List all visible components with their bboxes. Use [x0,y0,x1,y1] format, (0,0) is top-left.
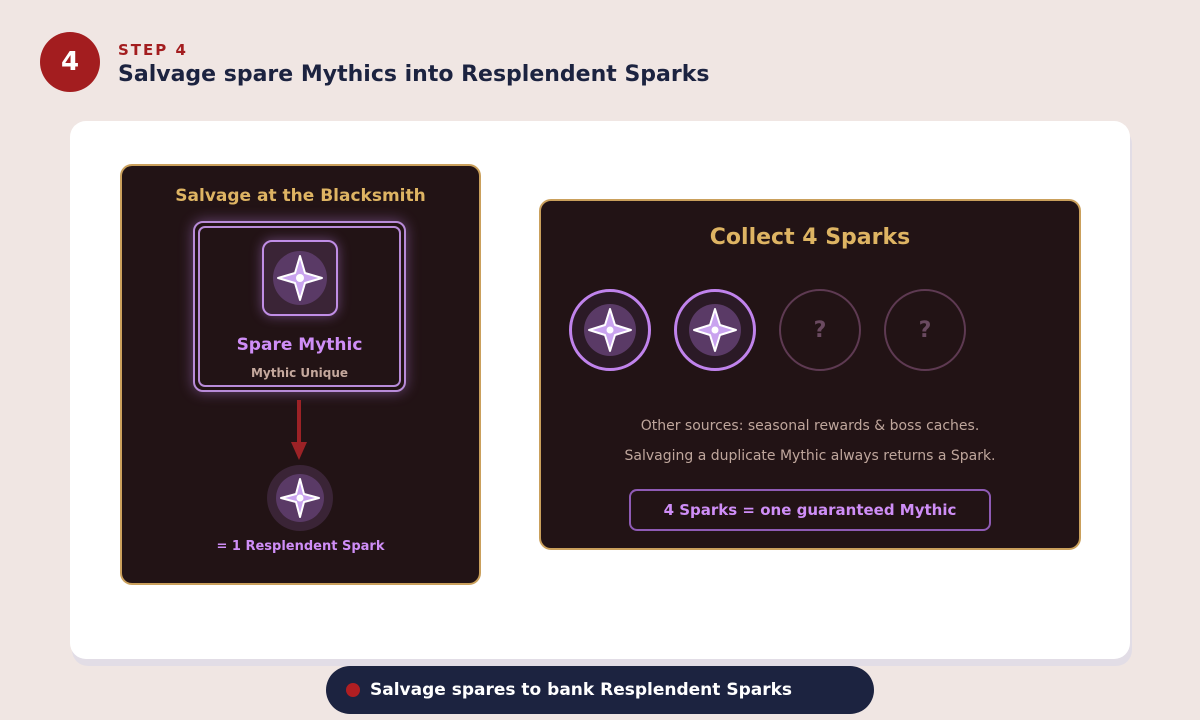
spark-star-icon [267,465,333,531]
spark-star-icon [584,304,636,356]
info-line-other-sources: Other sources: seasonal rewards & boss c… [640,418,980,434]
step-label: STEP 4 [118,41,188,59]
spark-slot-4: ? [884,289,966,371]
salvage-panel-title: Salvage at the Blacksmith [175,186,426,206]
salvage-panel: Salvage at the Blacksmith Spare Mythic M… [120,164,481,585]
arrow-down-icon [291,400,307,460]
mythic-item-type: Mythic Unique [250,366,349,380]
guarantee-badge: 4 Sparks = one guaranteed Mythic [629,489,991,531]
caption-dot-icon [346,683,360,697]
page-title: Salvage spare Mythics into Resplendent S… [118,62,710,87]
spark-star-icon [689,304,741,356]
spark-slot-2 [674,289,756,371]
spark-result-label: = 1 Resplendent Spark [216,539,385,554]
collect-panel: Collect 4 Sparks ? ? Other sources: seas… [539,199,1081,550]
spark-slot-3: ? [779,289,861,371]
mythic-item-card: Spare Mythic Mythic Unique [193,221,406,392]
illustration-canvas: Salvage at the Blacksmith Spare Mythic M… [70,121,1130,659]
spark-star-icon [273,251,327,305]
collect-panel-title: Collect 4 Sparks [709,225,911,250]
mythic-item-name: Spare Mythic [236,335,363,355]
info-line-duplicate: Salvaging a duplicate Mythic always retu… [624,448,996,464]
footer-caption-text: Salvage spares to bank Resplendent Spark… [370,680,793,700]
mythic-item-icon [262,240,338,316]
step-badge: 4 [40,32,100,92]
footer-caption-pill: Salvage spares to bank Resplendent Spark… [326,666,874,714]
spark-slot-1 [569,289,651,371]
mythic-item-card-inner: Spare Mythic Mythic Unique [198,226,401,387]
